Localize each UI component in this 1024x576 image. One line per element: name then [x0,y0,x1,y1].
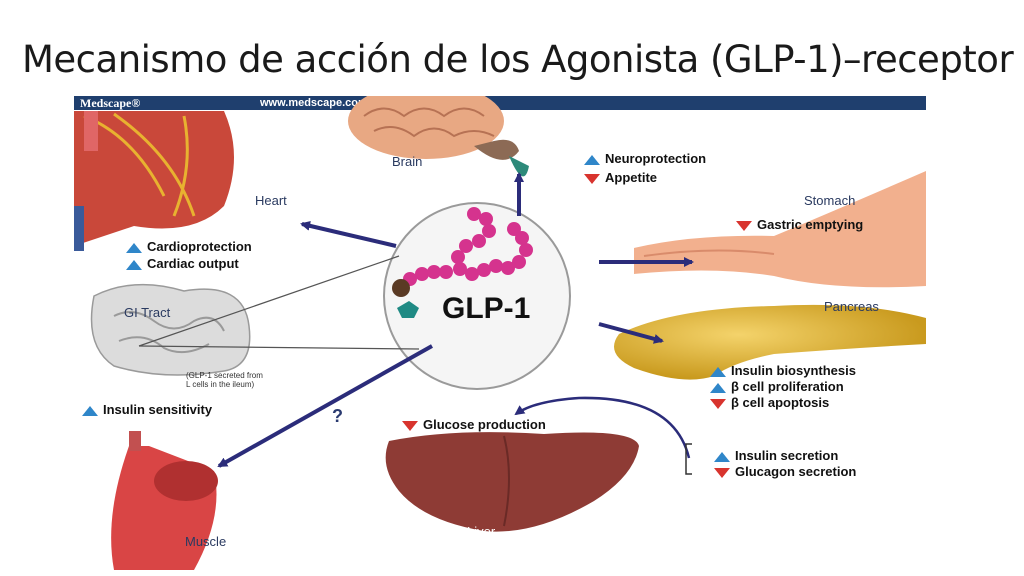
arrow-to-muscle [217,344,433,468]
down-arrow-icon [736,220,752,231]
brain-label: Brain [392,154,423,169]
glp1-mechanism-figure: Medscape® www.medscape.com [74,96,926,570]
medscape-banner: Medscape® www.medscape.com [74,96,926,110]
medscape-logo: Medscape® [80,96,141,110]
glp1-hub [383,202,571,390]
gi-tract-illustration [90,283,251,376]
arrow-pancreas-to-liver [514,396,691,459]
effect-insulin-biosynthesis: Insulin biosynthesis [710,363,856,379]
effect-gastric-emptying: Gastric emptying [736,217,863,233]
effect-glucose-production: Glucose production [402,417,546,433]
arrow-to-heart [300,220,397,248]
up-arrow-icon [126,242,142,253]
liver-label: Liver [467,524,496,539]
diagram-drawing [74,96,926,570]
pancreas-illustration [614,304,926,380]
down-arrow-icon [710,398,726,409]
effect-beta-cell-proliferation: β cell proliferation [710,379,844,395]
effect-cardioprotection: Cardioprotection [126,239,252,255]
arrow-to-pancreas [598,322,664,344]
up-arrow-icon [710,366,726,377]
effect-neuroprotection: Neuroprotection [584,151,706,167]
down-arrow-icon [402,420,418,431]
question-mark: ? [332,406,343,426]
effect-insulin-sensitivity: Insulin sensitivity [82,402,212,418]
medscape-url: www.medscape.com [260,97,368,109]
heart-illustration [74,111,234,251]
up-arrow-icon [714,451,730,462]
liver-illustration [385,432,639,532]
stomach-illustration [634,171,926,288]
muscle-label: Muscle [185,534,227,549]
pancreas-label: Pancreas [824,299,879,314]
slide-title: Mecanismo de acción de los Agonista (GLP… [22,38,1014,81]
up-arrow-icon [126,259,142,270]
up-arrow-icon [82,405,98,416]
gi-tract-label: GI Tract [124,305,171,320]
pathway-arrows [217,172,694,468]
stomach-label: Stomach [804,193,856,208]
muscle-illustration [111,431,218,570]
effect-appetite: Appetite [584,170,657,186]
down-arrow-icon [714,467,730,478]
up-arrow-icon [584,154,600,165]
secretion-bracket [685,443,692,475]
effect-beta-cell-apoptosis: β cell apoptosis [710,395,829,411]
effect-cardiac-output: Cardiac output [126,256,239,272]
effect-glucagon-secretion: Glucagon secretion [714,464,856,480]
effect-insulin-secretion: Insulin secretion [714,448,838,464]
brain-illustration [348,96,529,177]
down-arrow-icon [584,173,600,184]
glp1-label: GLP-1 [442,292,531,325]
up-arrow-icon [710,382,726,393]
heart-label: Heart [255,193,287,208]
